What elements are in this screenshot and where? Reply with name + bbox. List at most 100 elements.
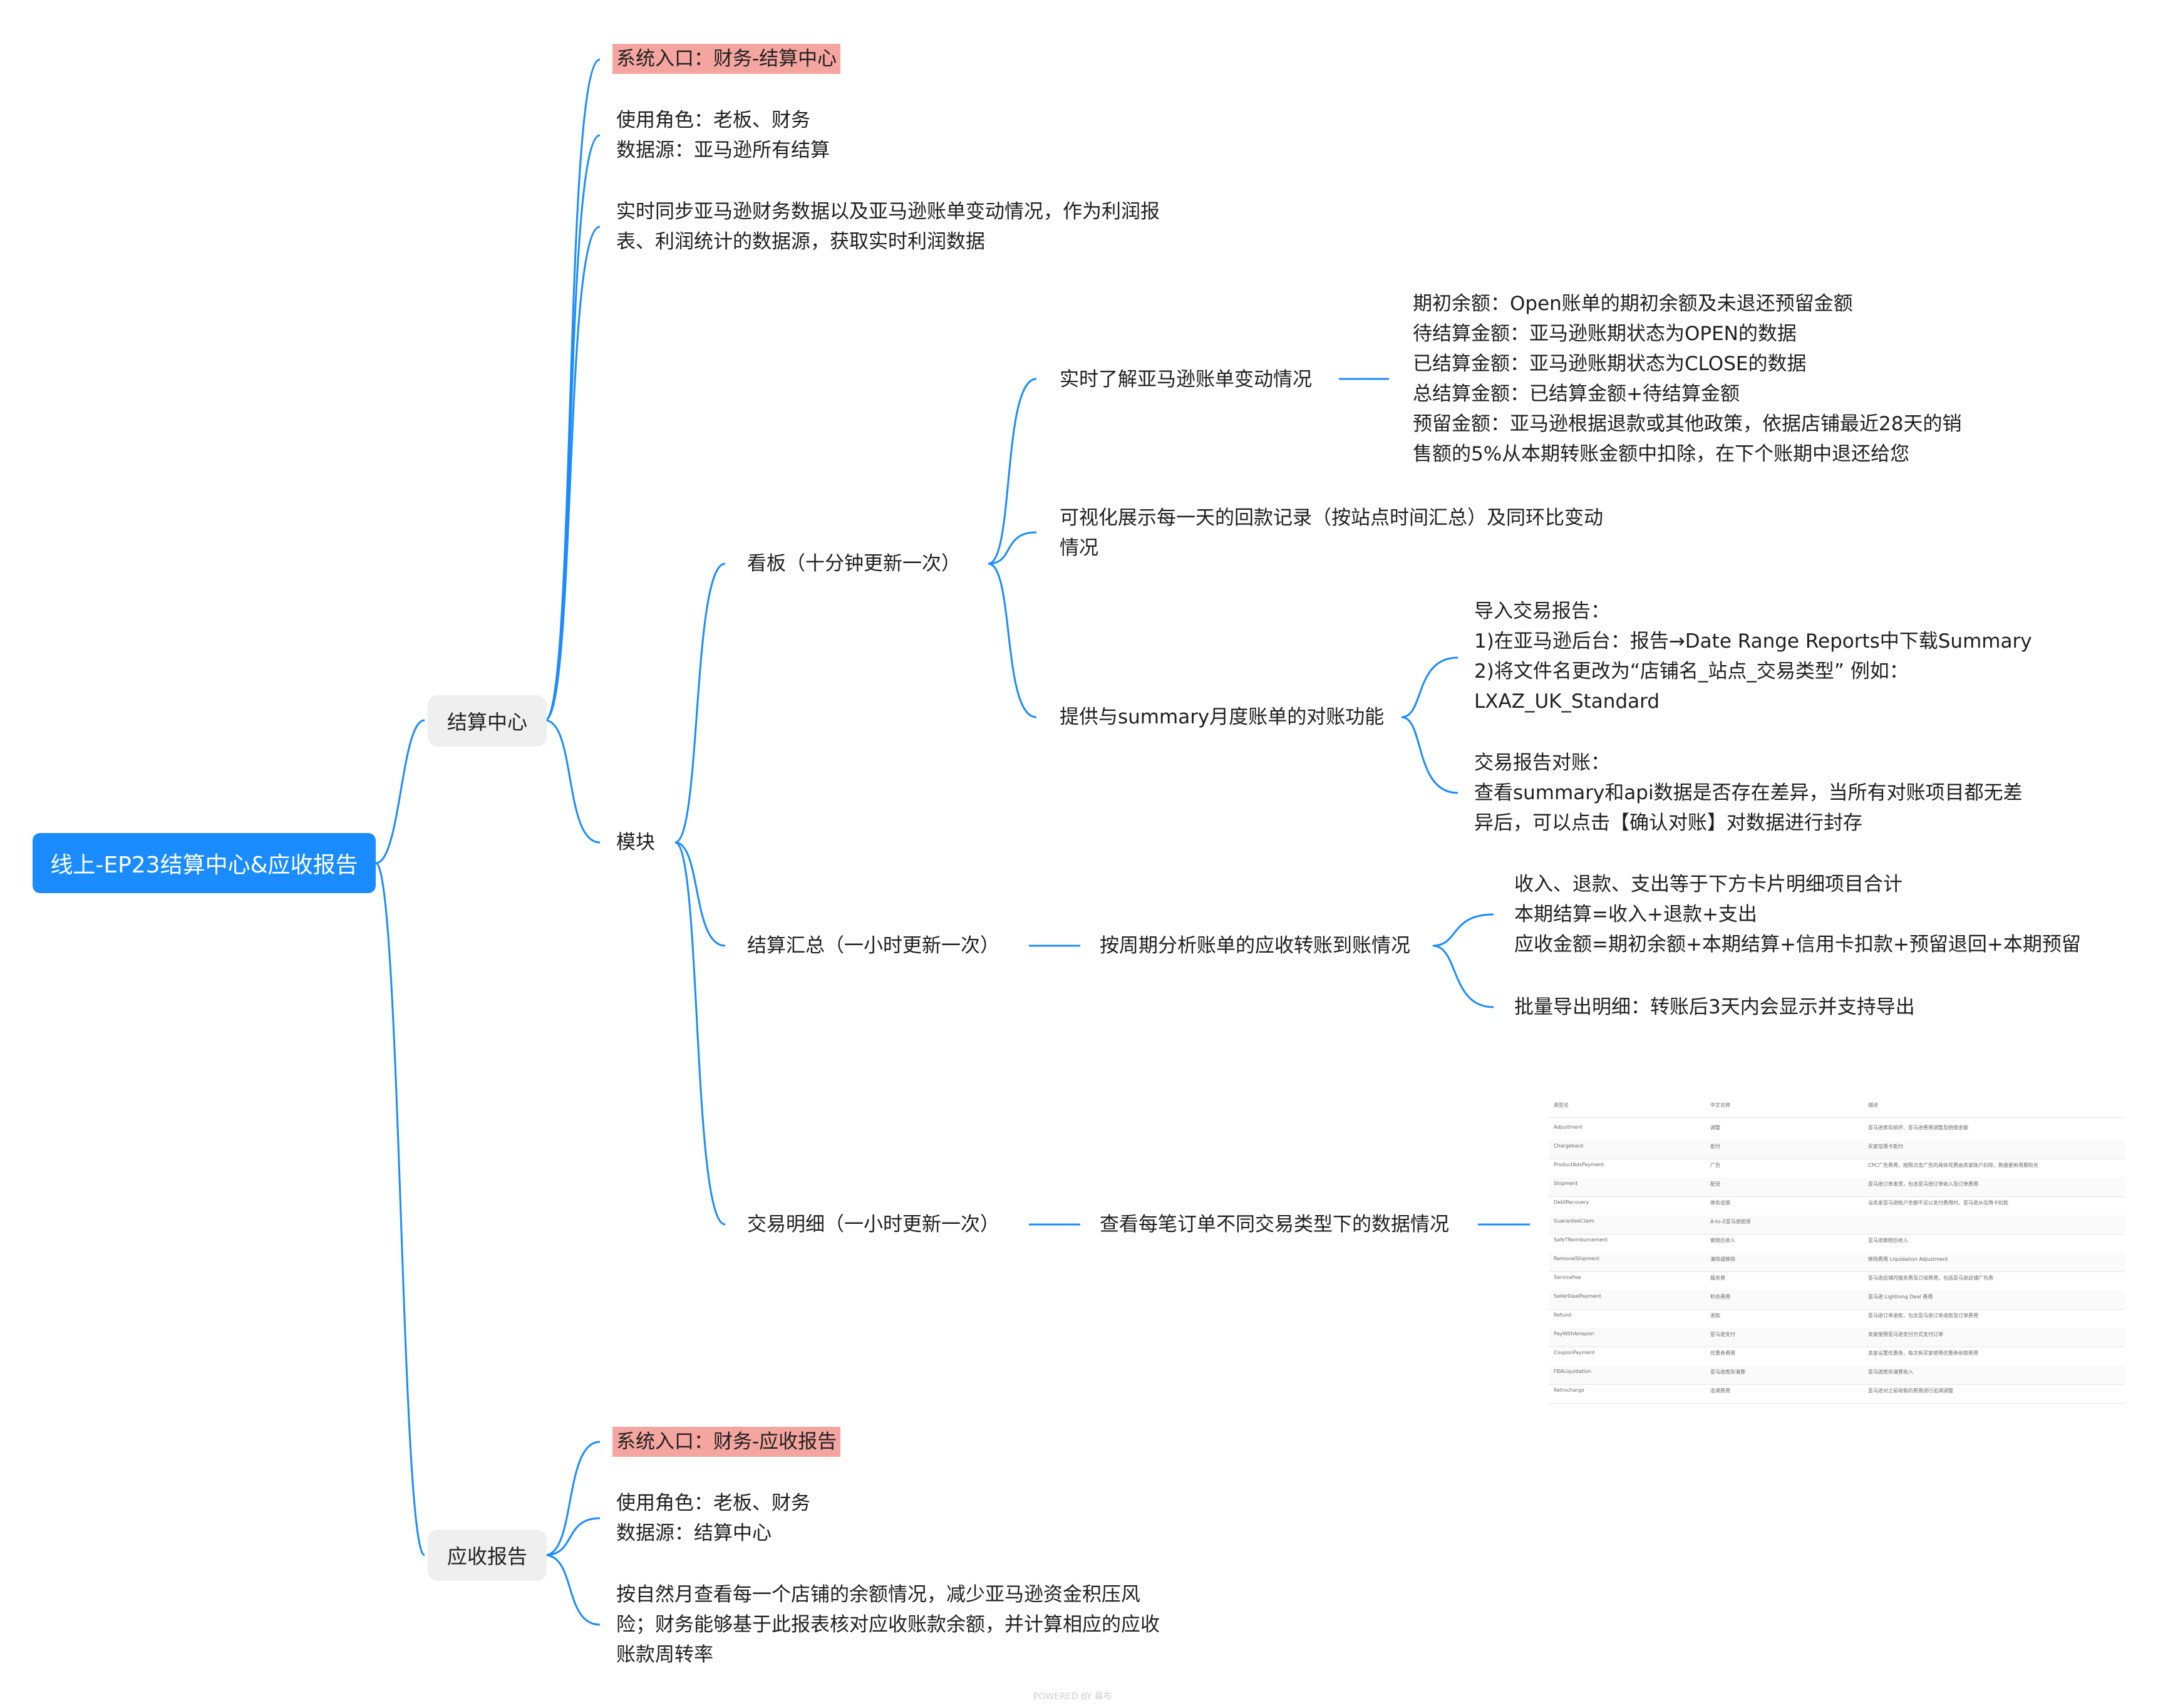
table-cell: 卖家设置优惠券，每次有买家使用优惠券收取费用: [1868, 1350, 1978, 1356]
link-settlement-module: [544, 719, 601, 844]
node-settlement-center-label: 结算中心: [447, 710, 527, 734]
node-settlement-center[interactable]: 结算中心: [428, 695, 547, 747]
node-receivable-report-label: 应收报告: [447, 1545, 527, 1568]
link-module-dashboard: [674, 562, 726, 844]
table-cell: 服务费: [1710, 1275, 1725, 1281]
table-cell: A-to-Z亚马逊担保: [1710, 1219, 1751, 1224]
link-reconcile-check: [1401, 716, 1458, 794]
table-cell: 秒杀费用: [1710, 1294, 1730, 1300]
text-line: 账款周转率: [616, 1643, 713, 1666]
table-cell: 当卖家亚马逊账户余额不足以支付费用时，亚马逊从信用卡扣款: [1868, 1200, 2008, 1206]
receivable-roles: 使用角色：老板、财务 数据源：结算中心: [616, 1488, 810, 1548]
table-cell: 亚马逊库存清算: [1710, 1369, 1745, 1375]
node-module-label: 模块: [616, 831, 655, 854]
root-node[interactable]: 线上-EP23结算中心&应收报告: [33, 833, 376, 893]
link-receivable-desc: [544, 1554, 601, 1626]
table-cell: 配送: [1710, 1181, 1720, 1187]
table-cell: 清除或移除: [1710, 1256, 1735, 1262]
table-cell: 亚马逊店铺月服务费及订阅费用，包括亚马逊店铺广告费: [1868, 1275, 1993, 1281]
text-line: 已结算金额：亚马逊账期状态为CLOSE的数据: [1413, 353, 1807, 375]
table-cell: RemovalShipment: [1554, 1256, 1600, 1261]
text-line: 待结算金额：亚马逊账期状态为OPEN的数据: [1413, 323, 1797, 345]
text-line: 应收金额=期初余额+本期结算+信用卡扣款+预留退回+本期预留: [1514, 933, 2081, 956]
table-cell: 亚马逊订单发货，包含亚马逊订单收入及订单费用: [1868, 1181, 1978, 1187]
text-line: 期初余额：Open账单的期初余额及未退还预留金额: [1413, 292, 1853, 315]
table-cell: 亚马逊索赔后收入: [1868, 1238, 1908, 1243]
text-line: 实时同步亚马逊财务数据以及亚马逊账单变动情况，作为利润报: [616, 200, 1160, 223]
table-cell: 卖家使用亚马逊支付方式支付订单: [1868, 1332, 1943, 1337]
text-line: 可视化展示每一天的回款记录（按站点时间汇总）及同环比变动: [1060, 507, 1603, 529]
settlement-entry-highlight: 系统入口：财务-结算中心: [612, 44, 841, 74]
reconcile-import: 导入交易报告： 1)在亚马逊后台：报告→Date Range Reports中下…: [1474, 596, 2032, 717]
link-receivable-roles: [544, 1517, 601, 1556]
table-cell: 描述: [1868, 1102, 1878, 1108]
node-summary-analysis[interactable]: 按周期分析账单的应收转账到账情况: [1100, 934, 1410, 957]
table-cell: CPC广告费用，按照点击广告的具体花费由卖家账户扣除，数据更新周期较长: [1868, 1162, 2038, 1168]
text-line: 险；财务能够基于此报表核对应收账款余额，并计算相应的应收: [616, 1613, 1160, 1636]
table-cell: 索赔后收入: [1710, 1238, 1735, 1243]
node-detail[interactable]: 交易明细（一小时更新一次）: [747, 1213, 999, 1236]
table-cell: Retrocharge: [1554, 1387, 1584, 1393]
table-cell: SafeTReimbursement: [1554, 1237, 1608, 1243]
link-module-summary: [674, 841, 726, 947]
node-realtime[interactable]: 实时了解亚马逊账单变动情况: [1060, 368, 1312, 391]
node-dashboard[interactable]: 看板（十分钟更新一次）: [747, 552, 961, 575]
table-row: Adjustment 调整 亚马逊库存损坏、亚马逊费用调整及赔偿金额: [1549, 1121, 2125, 1141]
table-cell: 亚马逊库存清算收入: [1868, 1369, 1913, 1375]
text-line: 异后，可以点击【确认对账】对数据进行封存: [1474, 812, 1862, 834]
table-cell: 拒付: [1710, 1144, 1720, 1149]
node-detail-view[interactable]: 查看每笔订单不同交易类型下的数据情况: [1100, 1213, 1449, 1236]
link-analysis-export: [1432, 945, 1494, 1008]
table-cell: Refund: [1554, 1312, 1572, 1318]
link-settlement-desc: [544, 225, 601, 722]
link-root-settlement: [375, 719, 425, 864]
text-line: 表、利润统计的数据源，获取实时利润数据: [616, 230, 985, 253]
text-line: LXAZ_UK_Standard: [1474, 690, 1660, 713]
table-cell: 退款: [1710, 1313, 1720, 1318]
table-cell: 债务追偿: [1710, 1200, 1730, 1206]
link-reconcile-import: [1401, 656, 1458, 718]
summary-export: 批量导出明细：转账后3天内会显示并支持导出: [1514, 996, 1915, 1018]
link-module-detail: [674, 841, 726, 1226]
text-line: 本期结算=收入+退款+支出: [1514, 903, 1757, 926]
table-cell: 移除费用 Liquidation Adjustment: [1868, 1256, 1948, 1262]
root-node-label: 线上-EP23结算中心&应收报告: [50, 852, 358, 878]
table-cell: 亚马逊库存损坏、亚马逊费用调整及赔偿金额: [1868, 1125, 1968, 1131]
link-root-receivable: [374, 862, 426, 1556]
text-line: 查看summary和api数据是否存在差异，当所有对账项目都无差: [1474, 782, 2023, 804]
link-dashboard-realtime: [988, 378, 1037, 565]
text-line: 情况: [1060, 537, 1098, 559]
node-reconcile[interactable]: 提供与summary月度账单的对账功能: [1060, 706, 1385, 728]
node-visual[interactable]: 可视化展示每一天的回款记录（按站点时间汇总）及同环比变动 情况: [1060, 503, 1603, 563]
text-line: 2)将文件名更改为“店铺名_站点_交易类型” 例如：: [1474, 660, 1909, 683]
table-cell: 调整: [1710, 1125, 1720, 1131]
table-row: ServiceFee 服务费 亚马逊店铺月服务费及订阅费用，包括亚马逊店铺广告费: [1549, 1271, 2125, 1291]
table-cell: 买家信用卡拒付: [1868, 1144, 1903, 1149]
node-module[interactable]: 模块: [616, 827, 655, 857]
table-cell: 广告: [1710, 1162, 1720, 1168]
table-cell: PayWithAmazon: [1554, 1331, 1594, 1337]
table-cell: CouponPayment: [1554, 1350, 1595, 1355]
receivable-desc: 按自然月查看每一个店铺的余额情况，减少亚马逊资金积压风 险；财务能够基于此报表核…: [616, 1580, 1160, 1670]
table-row: SafeTReimbursement 索赔后收入 亚马逊索赔后收入: [1549, 1234, 2125, 1253]
table-cell: 亚马逊订单退款，包含亚马逊订单退款及订单费用: [1868, 1313, 1978, 1318]
text-line: 使用角色：老板、财务: [616, 1492, 810, 1514]
node-summary[interactable]: 结算汇总（一小时更新一次）: [747, 934, 999, 957]
table-cell: Adjustment: [1554, 1124, 1582, 1130]
text-line: 数据源：亚马逊所有结算: [616, 139, 830, 162]
table-cell: 亚马逊 Lightning Deal 费用: [1868, 1294, 1933, 1300]
realtime-details: 期初余额：Open账单的期初余额及未退还预留金额 待结算金额：亚马逊账期状态为O…: [1413, 289, 1961, 469]
table-cell: DebtRecovery: [1554, 1199, 1589, 1205]
table-cell: ServiceFee: [1554, 1275, 1581, 1280]
link-analysis-formulas: [1432, 913, 1494, 947]
footer-watermark: POWERED BY 幕布: [1033, 1692, 1112, 1702]
node-receivable-report[interactable]: 应收报告: [428, 1529, 547, 1581]
